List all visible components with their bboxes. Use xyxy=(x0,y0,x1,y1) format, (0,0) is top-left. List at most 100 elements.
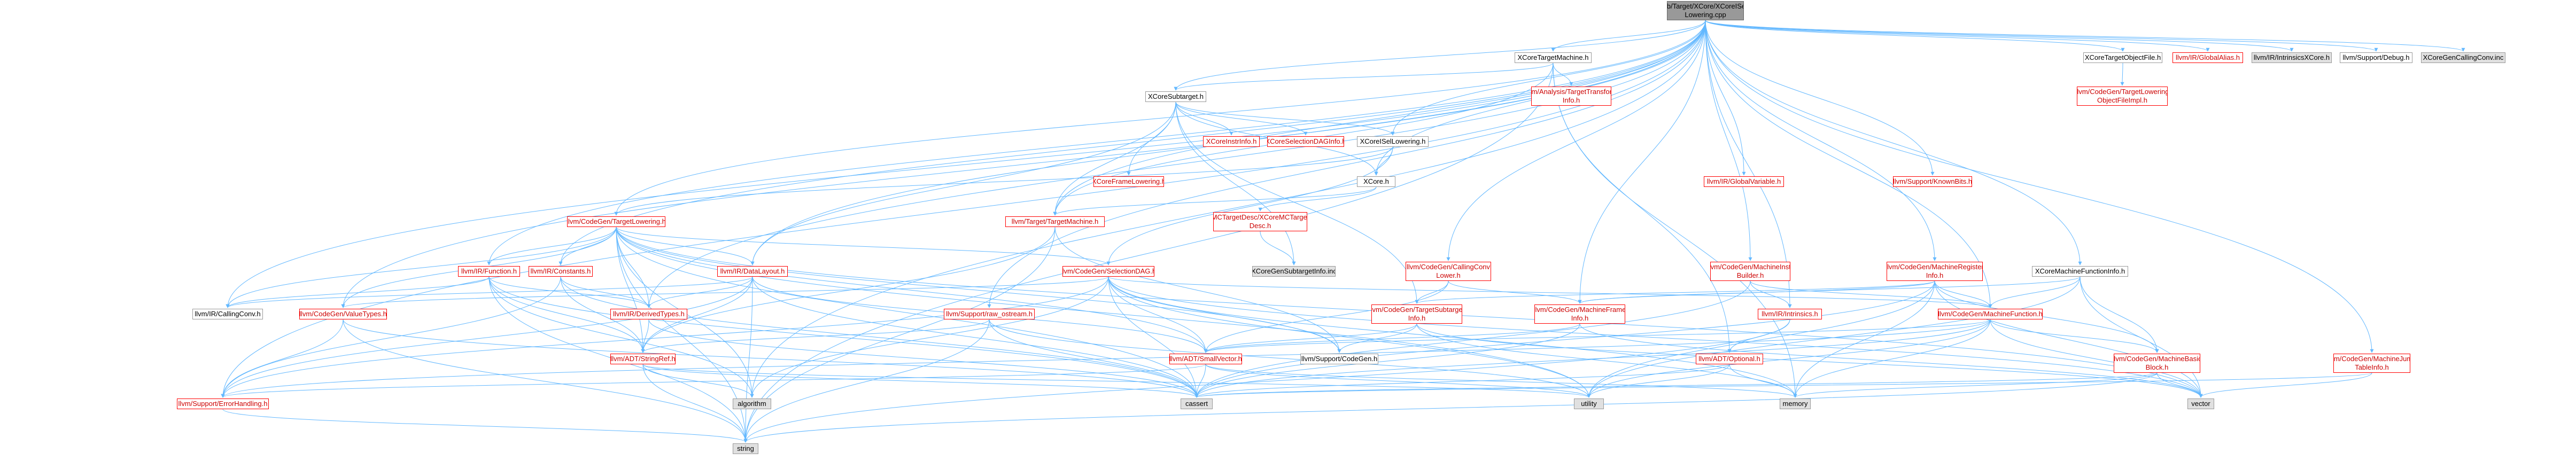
graph-node-mri[interactable]: llvm/CodeGen/MachineRegister Info.h xyxy=(1887,262,1983,281)
graph-node-vt[interactable]: llvm/CodeGen/ValueTypes.h xyxy=(299,309,387,319)
graph-node-vec[interactable]: vector xyxy=(2187,399,2214,409)
edge-dl-to-sr xyxy=(641,276,753,353)
edge-sr-to-cass xyxy=(642,364,1199,398)
edge-mbb-to-cass xyxy=(1195,372,2158,398)
edge-opt-to-mem xyxy=(1729,364,1797,398)
edge-sv-to-eh xyxy=(221,364,1206,398)
edge-cgtl-to-cass xyxy=(616,226,1199,398)
graph-node-xsdag[interactable]: XCoreSelectionDAGInfo.h xyxy=(1267,136,1344,147)
graph-node-algo[interactable]: algorithm xyxy=(733,399,771,409)
graph-node-kb[interactable]: llvm/Support/KnownBits.h xyxy=(1893,176,1972,187)
graph-node-cc[interactable]: llvm/IR/CallingConv.h xyxy=(192,309,263,319)
graph-node-util[interactable]: utility xyxy=(1574,399,1604,409)
edge-sdag-to-cass xyxy=(1108,276,1199,398)
edge-root-to-mfr xyxy=(1578,20,1706,304)
edge-dl-to-dt xyxy=(647,276,753,308)
edge-mf-to-sv xyxy=(1204,319,1991,353)
graph-node-xst[interactable]: XCoreSubtarget.h xyxy=(1145,91,1206,102)
graph-node-opt[interactable]: llvm/ADT/Optional.h xyxy=(1696,354,1763,364)
graph-node-tlof[interactable]: llvm/CodeGen/TargetLowering ObjectFileIm… xyxy=(2077,87,2168,106)
graph-node-sdag[interactable]: llvm/CodeGen/SelectionDAG.h xyxy=(1062,266,1154,277)
edge-tsi-to-vec xyxy=(1416,323,2203,398)
edge-sdag-to-mem xyxy=(1108,276,1797,398)
graph-node-tm[interactable]: llvm/Target/TargetMachine.h xyxy=(1005,216,1105,227)
graph-node-xcore[interactable]: XCore.h xyxy=(1357,176,1395,187)
graph-node-gv[interactable]: llvm/IR/GlobalVariable.h xyxy=(1704,176,1784,187)
edge-cgtl-to-dl xyxy=(616,226,755,265)
graph-node-mem[interactable]: memory xyxy=(1780,399,1811,409)
graph-node-xtof[interactable]: XCoreTargetObjectFile.h xyxy=(2083,52,2162,63)
graph-node-dbg[interactable]: llvm/Support/Debug.h xyxy=(2340,52,2412,63)
edge-const-to-sr xyxy=(560,276,645,353)
graph-node-tti[interactable]: llvm/Analysis/TargetTransform Info.h xyxy=(1531,87,1611,106)
graph-node-xisl[interactable]: XCoreISelLowering.h xyxy=(1357,136,1429,147)
edge-xst-to-dl xyxy=(750,101,1176,265)
graph-node-xmfi[interactable]: XCoreMachineFunctionInfo.h xyxy=(2032,266,2128,277)
graph-node-ccl[interactable]: llvm/CodeGen/CallingConv Lower.h xyxy=(1406,262,1491,281)
edge-xtm-to-xst xyxy=(1174,62,1554,91)
edge-mbb-to-mem xyxy=(1793,372,2158,398)
graph-node-mcdesc[interactable]: MCTargetDesc/XCoreMCTarget Desc.h xyxy=(1213,212,1307,231)
graph-node-xcc[interactable]: XCoreGenCallingConv.inc xyxy=(2421,52,2505,63)
graph-node-raw[interactable]: llvm/Support/raw_ostream.h xyxy=(944,309,1035,319)
edge-fn-to-cc xyxy=(226,276,490,308)
edge-xst-to-tsi xyxy=(1175,101,1419,304)
edge-ccl-to-tsi xyxy=(1415,280,1449,304)
graph-node-mib[interactable]: llvm/CodeGen/MachineInstr Builder.h xyxy=(1710,262,1790,281)
graph-node-eh[interactable]: llvm/Support/ErrorHandling.h xyxy=(177,399,269,409)
edge-root-to-gal xyxy=(1705,20,2210,52)
edge-root-to-dbg xyxy=(1705,20,2378,52)
graph-node-mjt[interactable]: llvm/CodeGen/MachineJump TableInfo.h xyxy=(2333,354,2410,373)
edge-vt-to-cass xyxy=(343,319,1199,398)
graph-node-const[interactable]: llvm/IR/Constants.h xyxy=(529,266,593,277)
edge-fn-to-dt xyxy=(488,276,651,308)
edge-xcore-to-mcdesc xyxy=(1258,186,1377,212)
graph-node-mf[interactable]: llvm/CodeGen/MachineFunction.h xyxy=(1938,309,2043,319)
graph-node-intr[interactable]: llvm/IR/Intrinsics.h xyxy=(1758,309,1822,319)
graph-node-sr[interactable]: llvm/ADT/StringRef.h xyxy=(610,354,676,364)
edge-root-to-xtm xyxy=(1551,20,1706,52)
graph-node-fn[interactable]: llvm/IR/Function.h xyxy=(458,266,520,277)
edge-xcore-to-tm xyxy=(1053,186,1377,216)
graph-node-xfl[interactable]: XCoreFrameLowering.h xyxy=(1093,176,1164,187)
graph-node-cgtl[interactable]: llvm/CodeGen/TargetLowering.h xyxy=(567,216,665,227)
graph-node-xsti[interactable]: XCoreGenSubtargetInfo.inc xyxy=(1252,266,1336,277)
edge-sv-to-util xyxy=(1205,364,1591,398)
edge-mbb-to-str xyxy=(743,372,2158,443)
graph-node-tsi[interactable]: llvm/CodeGen/TargetSubtarget Info.h xyxy=(1371,304,1462,324)
edge-ccl-to-mfr xyxy=(1448,280,1582,304)
edge-root-to-dt xyxy=(647,20,1706,308)
graph-node-cass[interactable]: cassert xyxy=(1181,399,1213,409)
edge-sr-to-str xyxy=(642,364,748,443)
edge-mri-to-tsi xyxy=(1415,280,1935,304)
graph-node-mbb[interactable]: llvm/CodeGen/MachineBasic Block.h xyxy=(2114,354,2200,373)
graph-node-sv[interactable]: llvm/ADT/SmallVector.h xyxy=(1169,354,1242,364)
edge-sdag-to-eh xyxy=(221,276,1109,398)
graph-node-intx[interactable]: llvm/IR/IntrinsicsXCore.h xyxy=(2252,52,2332,63)
edge-xst-to-xfl xyxy=(1127,101,1176,176)
edge-fn-to-algo xyxy=(488,276,754,398)
graph-node-xtm[interactable]: XCoreTargetMachine.h xyxy=(1515,52,1592,63)
edge-mfr-to-cass xyxy=(1194,323,1580,398)
edge-sdag-to-vec xyxy=(1108,276,2203,398)
graph-node-dt[interactable]: llvm/IR/DerivedTypes.h xyxy=(610,309,687,319)
graph-node-str[interactable]: string xyxy=(733,443,758,454)
edge-root-to-raw xyxy=(987,20,1706,308)
graph-node-mfr[interactable]: llvm/CodeGen/MachineFrame Info.h xyxy=(1534,304,1625,324)
edge-cgtl-to-cg xyxy=(616,226,1341,353)
edge-fn-to-cass xyxy=(488,276,1199,398)
graph-node-xii[interactable]: XCoreInstrInfo.h xyxy=(1203,136,1260,147)
edge-root-to-xisl xyxy=(1391,20,1706,136)
graph-node-cg[interactable]: llvm/Support/CodeGen.h xyxy=(1300,354,1378,364)
graph-node-root[interactable]: lib/Target/XCore/XCoreISel Lowering.cpp xyxy=(1667,1,1744,20)
graph-node-gal[interactable]: llvm/IR/GlobalAlias.h xyxy=(2172,52,2243,63)
edge-mib-to-mf xyxy=(1750,280,1992,308)
edge-mri-to-vec xyxy=(1934,280,2203,398)
edge-tsi-to-sv xyxy=(1204,323,1417,353)
edge-intr-to-opt xyxy=(1727,319,1790,353)
edge-mf-to-eh xyxy=(221,319,1991,398)
edge-const-to-dt xyxy=(560,276,651,308)
graph-node-dl[interactable]: llvm/IR/DataLayout.h xyxy=(717,266,788,277)
edge-xmfi-to-mbb xyxy=(2080,276,2159,353)
edge-root-to-fn xyxy=(487,20,1706,265)
